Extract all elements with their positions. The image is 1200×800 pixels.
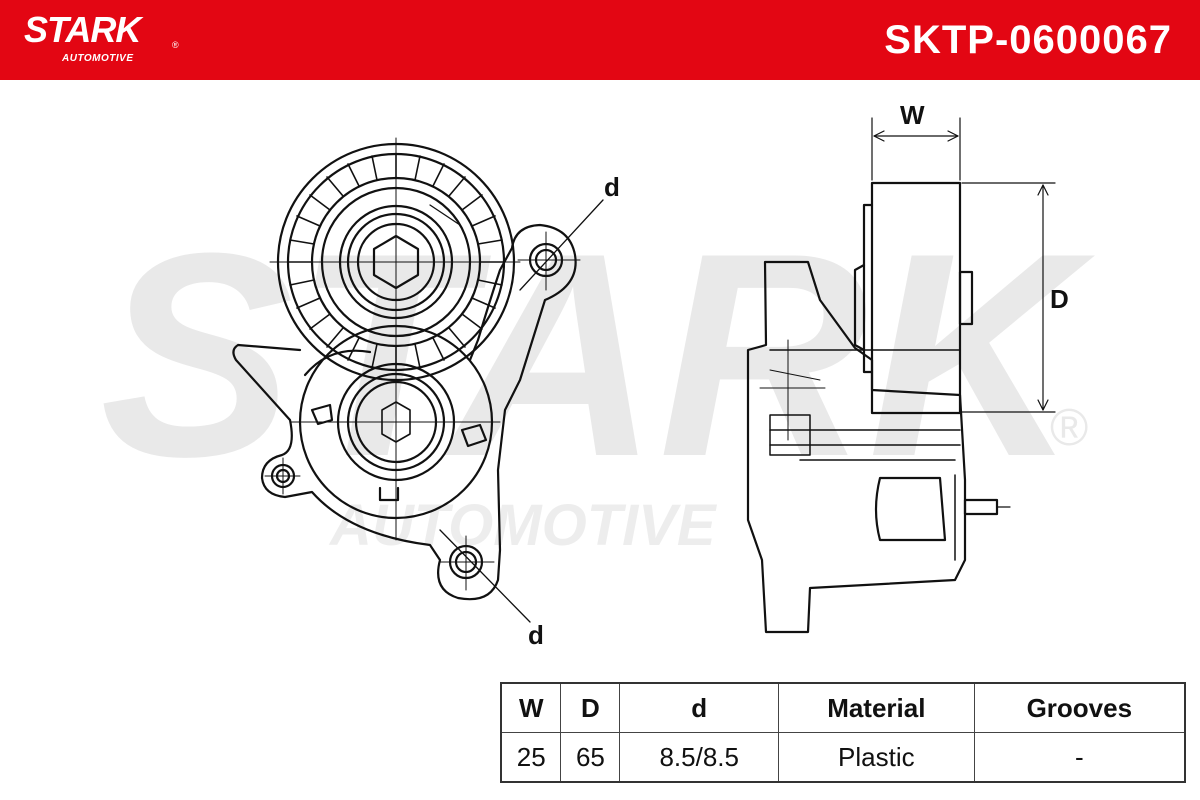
spec-header-row: W D d Material Grooves: [500, 682, 1186, 733]
dim-label-d-top: d: [604, 172, 620, 202]
dim-label-w: W: [900, 100, 925, 130]
spec-value-d: 65: [560, 732, 621, 783]
dimension-lines: [871, 117, 1056, 413]
side-view: [746, 117, 1056, 634]
tensioner-drawing: [232, 117, 1056, 634]
spec-value-row: 25 65 8.5/8.5 Plastic -: [500, 732, 1186, 783]
spec-value-grooves: -: [973, 732, 1186, 783]
spec-header-d: D: [560, 682, 621, 733]
dim-label-d-bottom: d: [528, 620, 544, 650]
stark-watermark: STARK AUTOMOTIVE ®: [100, 193, 1099, 558]
d-leaders: [429, 199, 604, 623]
stark-logo[interactable]: STARK ® AUTOMOTIVE: [24, 9, 179, 65]
spec-header-material: Material: [778, 682, 975, 733]
logo-registered-mark: ®: [172, 40, 179, 50]
dim-label-d-diameter: D: [1050, 284, 1069, 314]
logo-subtext: AUTOMOTIVE: [62, 53, 134, 64]
header-bar: STARK ® AUTOMOTIVE SKTP-0600067: [0, 0, 1200, 80]
spec-header-grooves: Grooves: [973, 682, 1186, 733]
watermark-registered: ®: [1050, 399, 1088, 457]
part-number: SKTP-0600067: [884, 18, 1172, 62]
spec-header-w: W: [500, 682, 562, 733]
spec-value-material: Plastic: [778, 732, 975, 783]
spec-value-w: 25: [500, 732, 562, 783]
watermark-subtext: AUTOMOTIVE: [328, 493, 718, 558]
spec-header-small-d: d: [619, 682, 780, 733]
centerlines: [264, 137, 581, 591]
spec-value-small-d: 8.5/8.5: [619, 732, 780, 783]
logo-text: STARK: [24, 9, 141, 50]
front-view: [232, 137, 604, 623]
spec-table: W D d Material Grooves 25 65 8.5/8.5 Pla…: [500, 682, 1186, 783]
